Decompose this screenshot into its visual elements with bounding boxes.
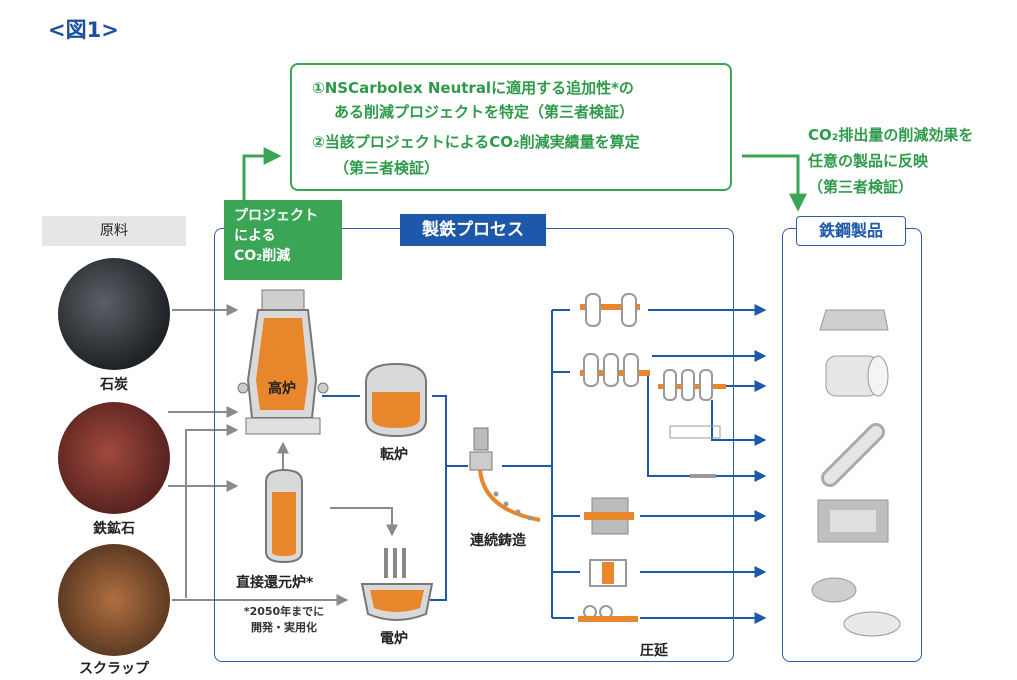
right-note-line-2: 任意の製品に反映 [808, 152, 929, 170]
dri-note-line-2: 開発・実用化 [251, 621, 317, 634]
raw-materials-header: 原料 [42, 216, 186, 246]
steel-products-header: 鉄鋼製品 [796, 216, 906, 246]
dri-note-line-1: *2050年までに [243, 605, 325, 618]
blast-furnace-label: 高炉 [268, 381, 296, 397]
project-tag-line-1: プロジェクト [234, 208, 318, 224]
additionality-box: ①NSCarbolex Neutralに適用する追加性*の ある削減プロジェクト… [290, 63, 732, 191]
project-to-box-arrow [242, 147, 282, 200]
rolling-label: 圧延 [640, 643, 668, 659]
dri-illustration [265, 468, 303, 564]
blast-furnace-illustration [237, 289, 329, 435]
converter-illustration [365, 362, 427, 438]
green-box-line-3: ②当該プロジェクトによるCO₂削減実績量を算定 [312, 133, 640, 151]
steelmaking-process-box [214, 228, 734, 662]
eaf-label: 電炉 [380, 631, 408, 647]
rolling-mills-illustration [578, 293, 726, 622]
green-box-line-2: ある削減プロジェクトを特定（第三者検証） [334, 103, 635, 121]
scrap-label: スクラップ [79, 661, 149, 677]
casting-illustration [469, 427, 541, 522]
iron-ore-label: 鉄鉱石 [93, 521, 135, 537]
figure-label: <図1> [48, 18, 119, 42]
green-box-line-4: （第三者検証） [334, 159, 440, 177]
scrap-image [58, 544, 170, 656]
right-note-line-3: （第三者検証） [808, 178, 914, 196]
project-tag-line-2: による [234, 228, 276, 244]
eaf-illustration [360, 548, 434, 621]
green-box-line-1: ①NSCarbolex Neutralに適用する追加性*の [312, 79, 634, 97]
dri-note: *2050年までに 開発・実用化 [236, 604, 332, 636]
steel-products-box [782, 228, 922, 662]
process-header: 製鉄プロセス [400, 214, 546, 246]
coal-image [58, 258, 170, 370]
iron-ore-image [58, 402, 170, 514]
continuous-casting-label: 連続鋳造 [470, 533, 526, 549]
product-illustrations [811, 309, 901, 637]
coal-label: 石炭 [100, 377, 128, 393]
box-to-products-arrow [742, 154, 807, 212]
right-note-line-1: CO₂排出量の削減効果を [808, 126, 974, 144]
project-tag-line-3: CO₂削減 [234, 248, 291, 264]
project-co2-reduction-tag: プロジェクト による CO₂削減 [224, 200, 342, 280]
converter-label: 転炉 [380, 447, 408, 463]
dri-label: 直接還元炉* [236, 575, 314, 591]
